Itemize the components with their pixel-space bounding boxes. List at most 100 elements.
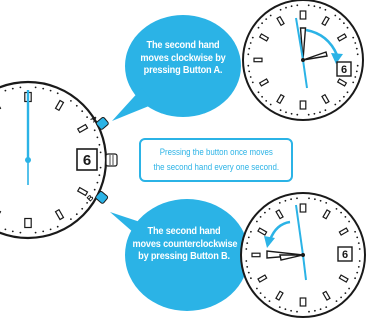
info-box-line-1: Pressing the button once moves [159, 147, 273, 157]
minute-dot [296, 4, 299, 7]
callout-clockwise-line-1: The second hand [146, 40, 220, 51]
minute-dot [358, 248, 361, 250]
minute-dot [93, 188, 96, 191]
minute-dot [352, 36, 355, 39]
hour-marker [336, 78, 348, 87]
minute-dot [256, 287, 258, 290]
minute-dot [279, 109, 282, 112]
date-value-top-right: 6 [341, 64, 347, 76]
minute-dot [250, 230, 252, 233]
minute-dot [259, 292, 262, 294]
hour-marker [251, 252, 261, 258]
date-window-large [76, 148, 98, 171]
minute-dot [248, 47, 251, 50]
counterclockwise-arrowhead [264, 236, 275, 248]
second-hand-top-right [295, 17, 304, 61]
hour-marker [258, 78, 270, 87]
minute-dot [246, 242, 249, 245]
minute-dot [70, 218, 72, 221]
clockwise-arrowhead [331, 53, 343, 64]
minute-dot [284, 308, 287, 311]
minute-dot [245, 248, 248, 250]
hour-marker [276, 93, 285, 105]
minute-dot [257, 91, 260, 94]
callout-counterclockwise [110, 199, 249, 311]
hand-pivot-large [25, 157, 31, 163]
minute-dot [357, 242, 360, 245]
minute-dot [355, 70, 358, 73]
minute-dot [319, 199, 322, 202]
button-b-label-large: B [85, 193, 96, 204]
minute-dot [285, 111, 287, 114]
minute-dot [269, 103, 272, 106]
minute-dot [346, 91, 349, 94]
info-box: Pressing the button once moves the secon… [139, 138, 293, 182]
hour-marker [276, 15, 285, 27]
minute-dot [296, 197, 298, 200]
minute-dot [307, 113, 310, 116]
minute-dot [250, 277, 252, 280]
minute-dot [314, 198, 316, 201]
minute-dot [34, 86, 37, 89]
second-hand-bottom-right [295, 204, 304, 256]
minute-dot [261, 22, 263, 25]
button-b[interactable] [95, 191, 109, 204]
minute-dot [352, 81, 355, 84]
minute-dot [4, 89, 7, 92]
minute-dot [319, 6, 321, 9]
hour-marker [258, 33, 270, 42]
minute-dot [319, 111, 321, 114]
watch-large: 6 A B [0, 80, 118, 240]
minute-dots-large [4, 86, 102, 234]
hour-marker [54, 208, 65, 221]
minute-dot [268, 300, 271, 302]
minute-dot [356, 64, 359, 67]
minute-dot [356, 53, 359, 56]
minute-dot [81, 207, 84, 210]
date-value-bottom-right: 6 [342, 249, 348, 261]
minute-dot [356, 236, 359, 239]
crown[interactable] [105, 153, 118, 167]
minute-dot [265, 18, 268, 20]
hour-marker [275, 209, 284, 220]
hour-marker [299, 100, 307, 110]
minute-dot [99, 151, 102, 154]
hour-marker [322, 209, 331, 220]
minute-dot [314, 309, 316, 312]
minute-dot [247, 64, 250, 67]
minute-dot [335, 300, 338, 302]
minute-dot [42, 87, 45, 90]
callout-clockwise [112, 15, 241, 121]
minute-dot [251, 36, 254, 39]
minute-dot [340, 211, 342, 214]
minute-dot [338, 18, 341, 20]
watch-top-right: 6 [242, 0, 364, 121]
hour-marker [321, 93, 330, 105]
button-a[interactable] [95, 117, 109, 130]
date-value-large: 6 [83, 152, 91, 169]
minute-hand-top-right [302, 51, 328, 61]
minute-dots-bottom-right [245, 197, 361, 313]
minute-dot [340, 296, 342, 299]
minute-dot [247, 53, 250, 56]
hour-marker [336, 33, 348, 42]
minute-dot [70, 100, 72, 102]
minute-dot [356, 271, 359, 274]
minute-dot [75, 104, 78, 107]
minute-dot [308, 310, 310, 313]
minute-dot [19, 86, 22, 89]
hour-marker [76, 123, 89, 134]
minute-dot [56, 225, 59, 228]
callout-clockwise-line-3: pressing Button A. [143, 65, 223, 76]
hour-hand-top-right [299, 27, 307, 61]
hour-marker [321, 15, 330, 27]
minute-dot [285, 6, 287, 9]
minute-dot [96, 136, 99, 139]
minute-dot [338, 100, 341, 102]
minute-dot [325, 306, 328, 308]
hour-marker [299, 10, 307, 20]
hour-markers-top-right [253, 10, 348, 110]
date-window-top-right [336, 61, 352, 77]
hour-marker [299, 297, 307, 307]
